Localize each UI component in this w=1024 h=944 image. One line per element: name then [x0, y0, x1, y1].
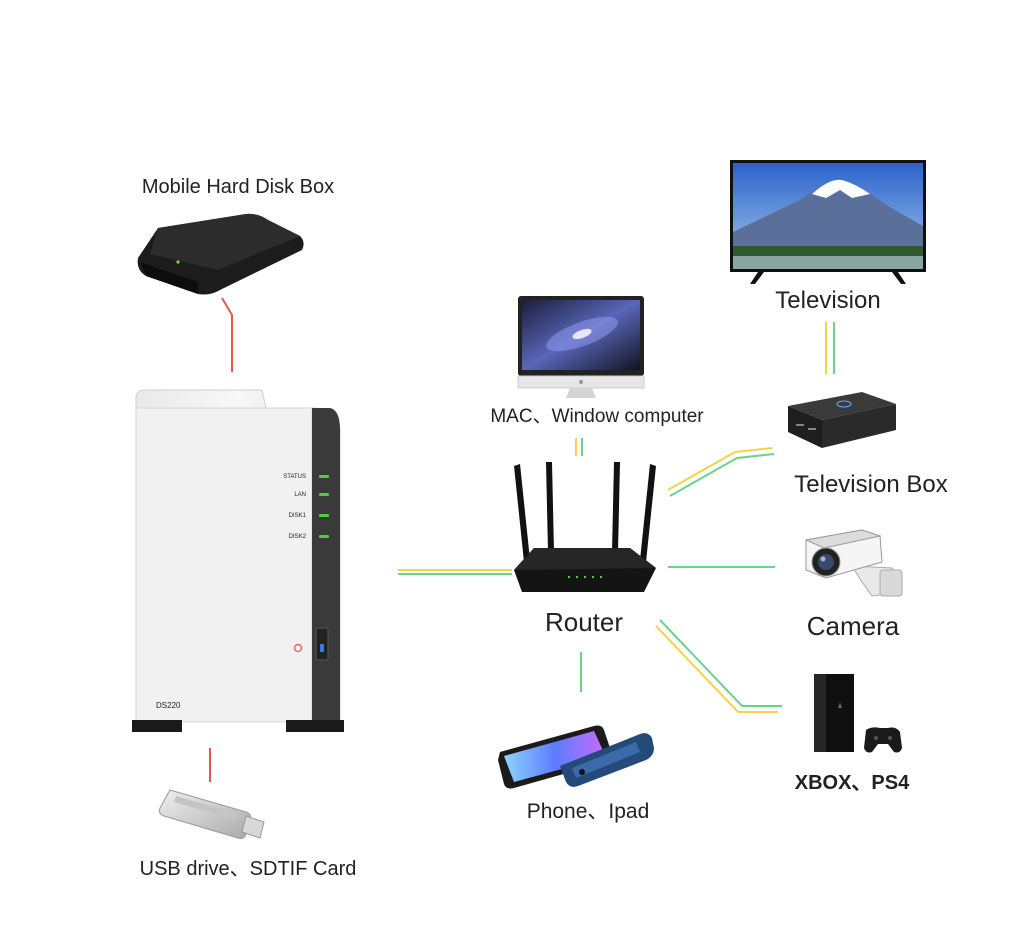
nas-led-disk1-label: DISK1	[289, 513, 307, 519]
link-tvbox-tv	[825, 322, 835, 374]
link-router-console	[655, 619, 782, 713]
console-label: XBOX、PS4	[795, 772, 910, 794]
link-router-computer	[575, 438, 583, 456]
camera-image	[804, 529, 903, 597]
nas-image	[132, 389, 344, 732]
television-image	[730, 160, 926, 284]
router-label: Router	[545, 607, 623, 637]
nas-led-lan-label: LAN	[294, 492, 306, 498]
tv-box-image	[788, 392, 896, 448]
connections	[209, 297, 835, 782]
television-label: Television	[775, 287, 880, 314]
nas-led-disk2-label: DISK2	[289, 534, 307, 540]
link-nas-router	[398, 569, 512, 575]
usb-drive-image	[159, 789, 265, 839]
camera-label: Camera	[807, 611, 900, 641]
console-image	[814, 674, 902, 753]
link-hdd-nas	[221, 297, 233, 372]
computer-image	[517, 296, 645, 398]
hard-disk-box-label: Mobile Hard Disk Box	[142, 176, 334, 198]
usb-drive-label: USB drive、SDTIF Card	[140, 858, 357, 880]
phone-image	[498, 725, 654, 789]
nas-model-label: DS220	[156, 701, 181, 710]
nas-led-status-label: STATUS	[283, 474, 306, 480]
hard-disk-box-image	[137, 213, 304, 295]
link-router-tvbox	[667, 447, 775, 497]
phone-label: Phone、Ipad	[527, 800, 650, 823]
router-image	[514, 462, 656, 592]
computer-label: MAC、Window computer	[490, 406, 704, 427]
tv-box-label: Television Box	[794, 471, 947, 498]
